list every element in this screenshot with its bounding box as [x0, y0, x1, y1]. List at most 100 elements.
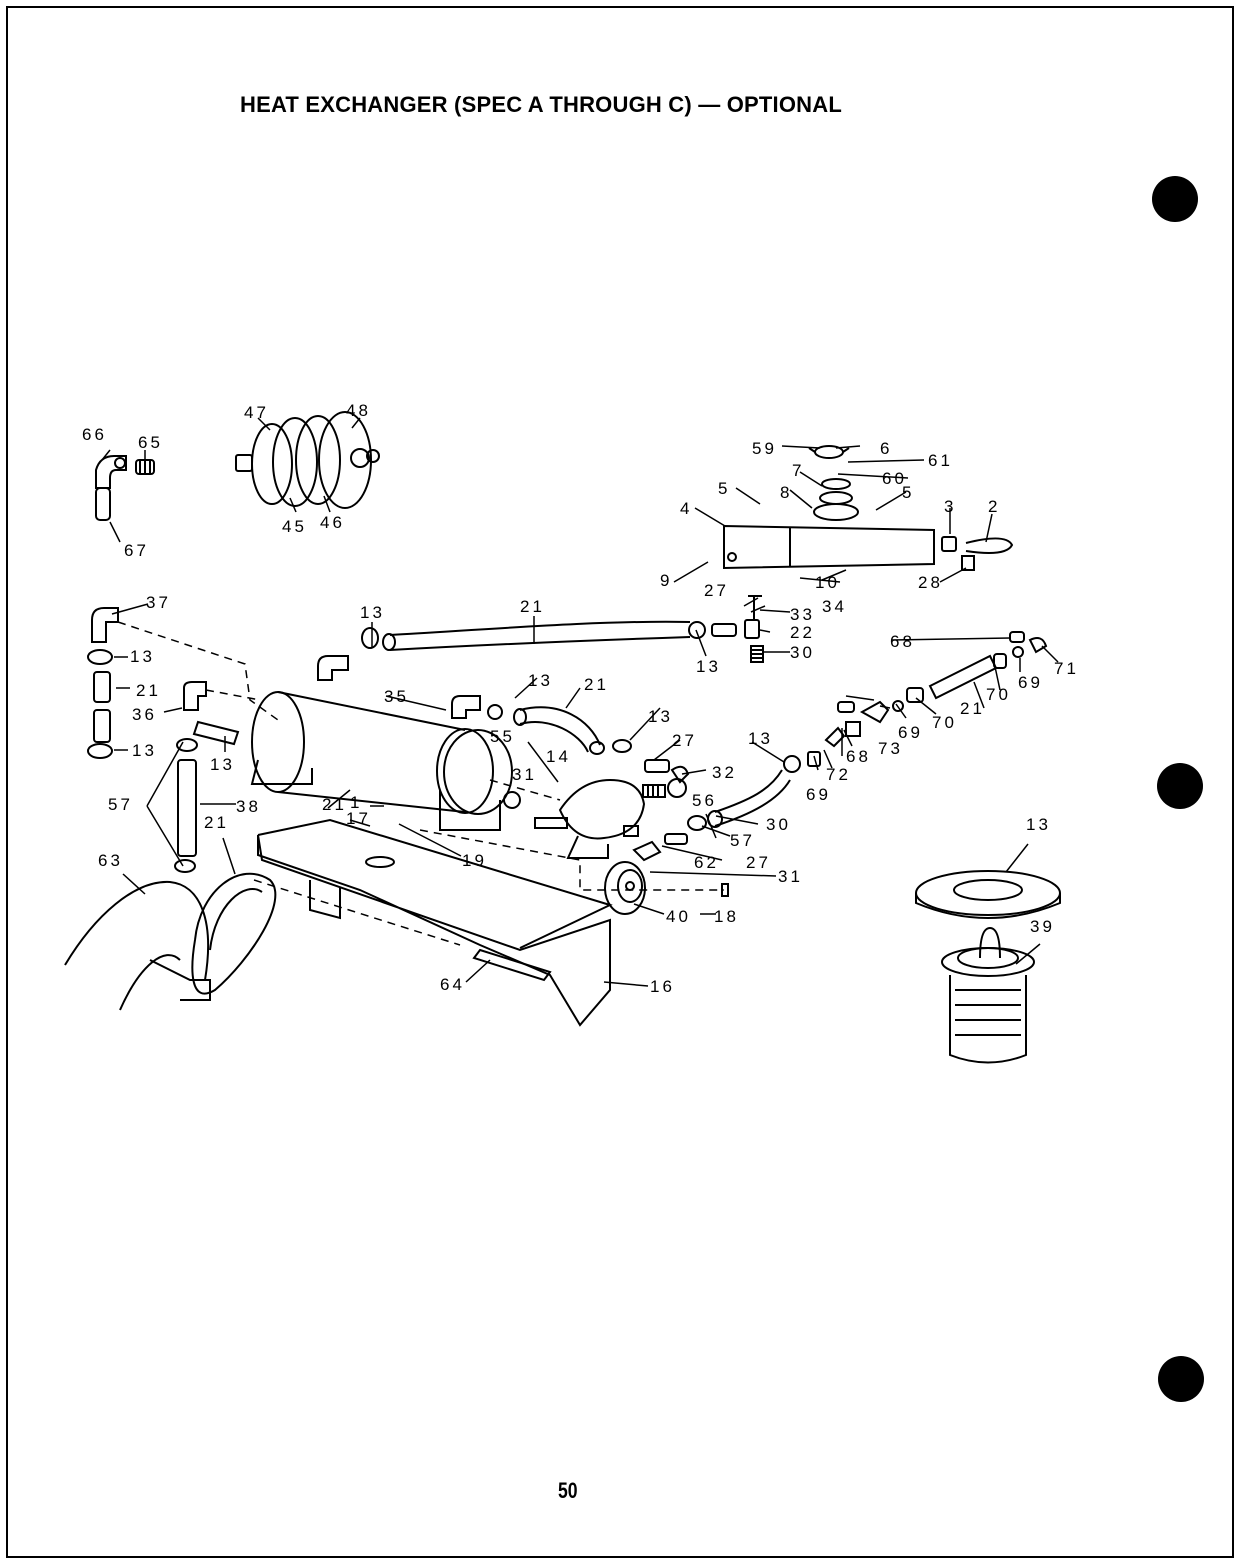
elbow-35-upper	[317, 627, 379, 681]
hose-clamp-38-bottom	[174, 859, 196, 873]
callout-56: 1	[350, 793, 362, 812]
callout-21e: 38	[236, 797, 261, 816]
callout-10: 10	[815, 573, 840, 592]
callout-9: 9	[660, 571, 672, 590]
nipple-27-lower	[664, 833, 688, 845]
hose-21-left-short	[93, 671, 111, 703]
callout-21f: 30	[766, 815, 791, 834]
callout-30a: 30	[790, 643, 815, 662]
elbow-71	[1028, 637, 1048, 654]
callout-68a: 68	[890, 632, 915, 651]
hose-21-vertical-38	[177, 759, 197, 857]
callout-13e: 13	[648, 707, 673, 726]
hose-clamp-38-top	[176, 738, 198, 752]
callout-60: 60	[882, 469, 907, 488]
callout-72: 72	[826, 765, 851, 784]
callout-28: 28	[918, 573, 943, 592]
callout-13c: 13	[130, 647, 155, 666]
callout-13f: 13	[748, 729, 773, 748]
page-number: 50	[558, 1478, 578, 1503]
callout-68b: 68	[846, 747, 871, 766]
callout-22: 22	[790, 623, 815, 642]
callout-62: 19	[462, 851, 487, 870]
elbow-37	[91, 607, 119, 643]
callout-30b: 56	[692, 791, 717, 810]
dashed-guides	[117, 621, 724, 946]
callout-45: 45	[282, 517, 307, 536]
callout-69a: 69	[1018, 673, 1043, 692]
bracket-16	[472, 948, 552, 982]
callout-8: 8	[780, 483, 792, 502]
callout-63: 13	[1026, 815, 1051, 834]
callout-64: 39	[1030, 917, 1055, 936]
callout-6: 6	[880, 439, 892, 458]
callout-21d: 21	[136, 681, 161, 700]
fitting-69-low	[807, 751, 821, 767]
pressure-cap-6	[808, 445, 850, 459]
hose-clamp-13-lower	[687, 815, 707, 831]
callout-27c: 62	[694, 853, 719, 872]
seawater-pump-assembly	[235, 411, 380, 509]
hose-clamp-13-right	[783, 755, 801, 773]
leader-lines	[101, 417, 1059, 987]
callout-18: 40	[666, 907, 691, 926]
callout-32: 13	[210, 755, 235, 774]
callout-38: 57	[108, 795, 133, 814]
plug-68-lower	[837, 701, 855, 713]
callout-2: 2	[988, 497, 1000, 516]
filler-neck-8	[813, 478, 859, 521]
fitting-69-right	[1012, 646, 1024, 658]
hose-clamp-13-left-a	[87, 649, 113, 665]
callout-labels: 66 65 67 47 48 45 46 59 6 61 7 60 5 8 5 …	[82, 401, 1076, 996]
elbow-35-lower	[451, 695, 503, 720]
callout-19: 63	[98, 851, 123, 870]
hose-clamp-13-left-b	[87, 743, 113, 759]
expansion-tank-4	[723, 524, 935, 570]
callout-57a: 31	[512, 765, 537, 784]
mounting-bracket-20	[257, 818, 613, 1027]
fitting-70-right	[993, 653, 1007, 669]
hose-21-mid	[513, 706, 605, 755]
callout-21b: 21	[960, 699, 985, 718]
nipple-67	[95, 487, 111, 521]
callout-31b: 27	[746, 853, 771, 872]
callout-65: 65	[138, 433, 163, 452]
fitting-65	[135, 459, 155, 475]
elbow-fitting-66	[95, 455, 127, 489]
callout-66: 66	[82, 425, 107, 444]
pulley-18	[604, 861, 646, 915]
elbow-31-lower	[632, 840, 662, 862]
fitting-31-round	[667, 778, 687, 798]
binder-hole-bottom	[1158, 1356, 1204, 1402]
page-border	[6, 6, 1234, 1558]
callout-17: 21	[204, 813, 229, 832]
callout-67: 67	[124, 541, 149, 560]
callout-5a: 5	[718, 479, 730, 498]
binder-hole-top	[1152, 176, 1198, 222]
hose-clamp-13-upper	[688, 621, 706, 639]
callout-3: 3	[944, 497, 956, 516]
nipple-27-upper	[711, 623, 737, 637]
callout-13g: 13	[132, 741, 157, 760]
callout-69b: 69	[898, 723, 923, 742]
callout-35: 35	[384, 687, 409, 706]
callout-21c: 21	[584, 675, 609, 694]
callout-70b: 70	[932, 713, 957, 732]
callout-55: 55	[490, 727, 515, 746]
fitting-69-mid	[892, 700, 904, 712]
callout-69c: 69	[806, 785, 831, 804]
plug-68-upper	[1009, 631, 1025, 643]
callout-40: 31	[778, 867, 803, 886]
binder-hole-middle	[1157, 763, 1203, 809]
clamp-2	[965, 537, 1014, 554]
callout-48: 48	[346, 401, 371, 420]
callout-20: 16	[650, 977, 675, 996]
elbow-72	[824, 726, 846, 748]
thermostat-64	[941, 926, 1035, 1064]
callout-39: 18	[714, 907, 739, 926]
callout-13h: 57	[730, 831, 755, 850]
pipe-32	[192, 720, 240, 746]
page-title: HEAT EXCHANGER (SPEC A THROUGH C) — OPTI…	[240, 92, 842, 117]
exhaust-elbow-19	[64, 880, 211, 1011]
